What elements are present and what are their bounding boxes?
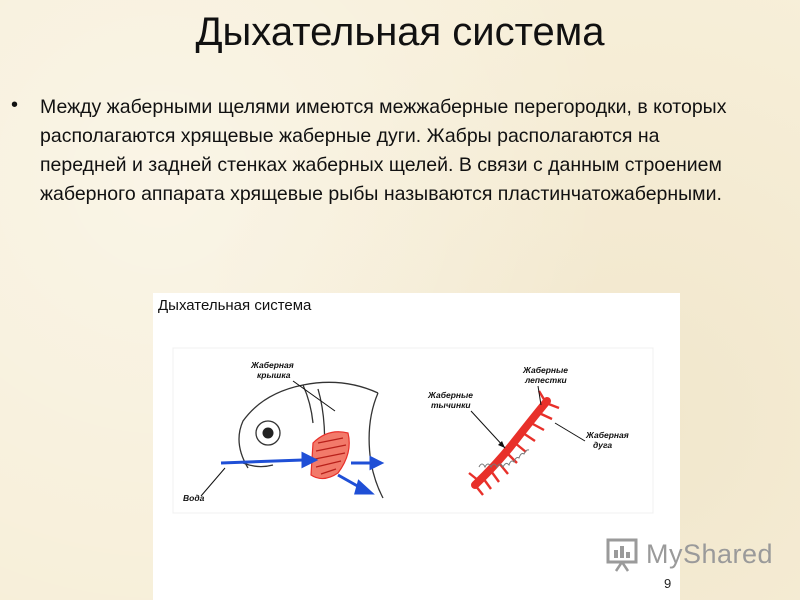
operculum-label-line1: Жаберная	[250, 360, 294, 370]
arch-label-line1: Жаберная	[585, 430, 629, 440]
fish-eye-pupil	[262, 427, 274, 439]
bullet-text: Между жаберными щелями имеются межжаберн…	[40, 96, 727, 205]
watermark-text: MyShared	[646, 539, 774, 569]
gill-arch-drawing	[468, 390, 560, 496]
water-label: Вода	[183, 493, 205, 503]
myshared-watermark: MyShared	[606, 534, 776, 574]
figure-title: Дыхательная система	[158, 297, 312, 314]
page-number: 9	[664, 576, 672, 591]
filaments-label-line1: Жаберные	[522, 365, 568, 375]
filaments-label-line2: лепестки	[524, 375, 568, 385]
operculum-pointer	[292, 380, 336, 412]
fish-eye-outline	[255, 420, 281, 446]
water-pointer	[200, 467, 226, 497]
presentation-board-icon	[606, 538, 638, 572]
filaments-pointer	[537, 385, 542, 406]
arch-pointer	[554, 422, 586, 442]
gill-rakers	[478, 449, 530, 469]
rakers-pointer	[470, 410, 506, 449]
fish-head-drawing	[238, 381, 384, 499]
rakers-label-line1: Жаберные	[427, 390, 473, 400]
arch-label-line2: дуга	[593, 440, 612, 450]
gill-diagram-figure: Жаберная крышка Вода	[153, 293, 680, 600]
water-flow-arrows	[220, 451, 385, 495]
slide-title: Дыхательная система	[195, 10, 605, 54]
gill-diagram: Жаберная крышка Вода	[172, 347, 654, 514]
bullet-marker: •	[11, 94, 19, 116]
operculum-label-line2: крышка	[257, 370, 291, 380]
rakers-label-line2: тычинки	[431, 400, 471, 410]
gill-filaments	[468, 390, 560, 496]
fish-gills	[310, 431, 350, 480]
